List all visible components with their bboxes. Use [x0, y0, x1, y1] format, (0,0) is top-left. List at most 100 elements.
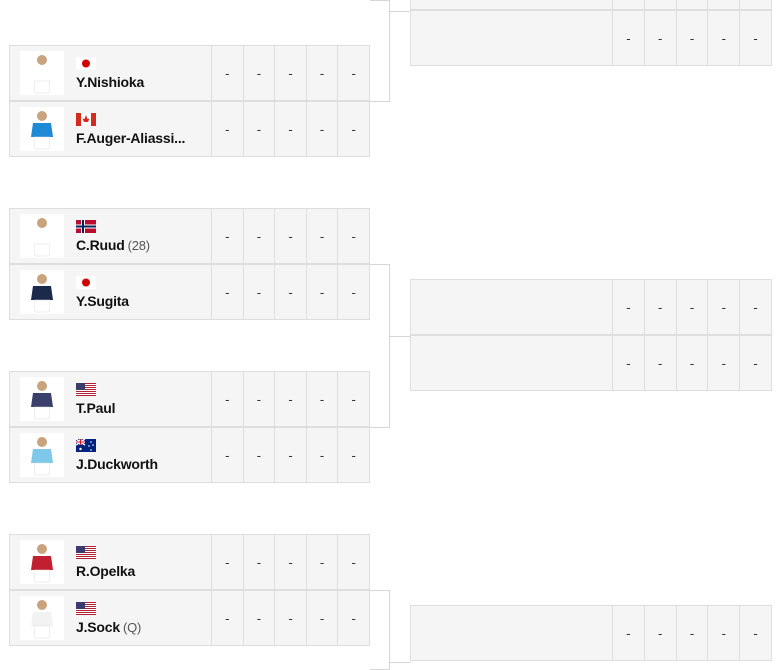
player-cell[interactable]: R.Opelka [10, 535, 212, 589]
player-name-text: J.Sock [76, 618, 120, 635]
bracket-connector [370, 264, 390, 428]
score-cell: - [613, 0, 645, 9]
player-row[interactable]: R.Opelka - - - - - [9, 534, 370, 590]
player-cell[interactable]: C.Ruud(28) [10, 209, 212, 263]
player-name-text: T.Paul [76, 399, 116, 416]
score-set: - - - - - [613, 606, 771, 660]
score-set: - - - - - [212, 102, 369, 156]
score-cell: - [351, 228, 356, 244]
player-row[interactable]: Y.Sugita - - - - - [9, 264, 370, 320]
score-cell: - [212, 372, 244, 426]
player-name[interactable]: J.Duckworth [76, 456, 161, 472]
score-cell: - [645, 0, 677, 9]
score-cell: - [708, 336, 741, 390]
score-cell: - [613, 606, 645, 660]
player-seed: (28) [127, 237, 150, 253]
score-cell: - [275, 265, 307, 319]
score-set: - - - - - [212, 372, 369, 426]
flag-jp-icon [76, 56, 96, 70]
score-cell: - [244, 428, 276, 482]
flag-au-icon [76, 438, 96, 452]
player-name[interactable]: R.Opelka [76, 563, 138, 579]
score-cell: - [613, 336, 645, 390]
score-set: - - - - - [212, 591, 369, 645]
score-set: - - - - - [212, 428, 369, 482]
player-photo [20, 433, 64, 477]
score-cell: - [275, 46, 307, 100]
next-round-row[interactable]: - - - - - [410, 605, 772, 661]
player-row[interactable]: T.Paul - - - - - [9, 371, 370, 427]
score-cell: - [244, 372, 276, 426]
score-cell: - [307, 535, 339, 589]
score-cell: - [613, 11, 645, 65]
score-cell: - [275, 372, 307, 426]
player-name-text: R.Opelka [76, 562, 136, 579]
player-row[interactable]: F.Auger-Aliassi... - - - - - [9, 101, 370, 157]
player-row[interactable]: C.Ruud(28) - - - - - [9, 208, 370, 264]
score-set: - - - - - [613, 0, 771, 9]
player-name[interactable]: C.Ruud(28) [76, 237, 150, 253]
score-cell: - [212, 535, 244, 589]
player-row[interactable]: Y.Nishioka - - - - - [9, 45, 370, 101]
score-cell: - [307, 209, 339, 263]
flag-us-icon [76, 545, 96, 559]
player-cell[interactable]: F.Auger-Aliassi... [10, 102, 212, 156]
flag-ca-icon [76, 112, 96, 126]
score-cell: - [645, 11, 677, 65]
score-cell: - [275, 209, 307, 263]
player-name[interactable]: J.Sock(Q) [76, 619, 141, 635]
next-round-row[interactable]: - - - - - [410, 0, 772, 10]
score-cell: - [212, 102, 244, 156]
player-cell[interactable]: Y.Nishioka [10, 46, 212, 100]
score-cell: - [212, 209, 244, 263]
score-cell: - [351, 610, 356, 626]
player-row[interactable]: J.Sock(Q) - - - - - [9, 590, 370, 646]
player-silhouette-icon [31, 274, 53, 313]
player-info: R.Opelka [76, 540, 138, 584]
score-cell: - [244, 102, 276, 156]
player-cell [411, 606, 613, 660]
player-name[interactable]: Y.Sugita [76, 293, 132, 309]
player-cell[interactable]: T.Paul [10, 372, 212, 426]
player-photo [20, 540, 64, 584]
player-cell[interactable]: J.Sock(Q) [10, 591, 212, 645]
score-cell: - [753, 355, 758, 371]
score-cell: - [307, 428, 339, 482]
score-cell: - [645, 336, 677, 390]
player-info: F.Auger-Aliassi... [76, 107, 188, 151]
score-cell: - [677, 280, 709, 334]
score-cell: - [708, 11, 741, 65]
score-cell: - [613, 280, 645, 334]
next-round-row[interactable]: - - - - - [410, 335, 772, 391]
player-name[interactable]: F.Auger-Aliassi... [76, 130, 188, 146]
score-cell: - [307, 372, 339, 426]
player-name[interactable]: Y.Nishioka [76, 74, 147, 90]
bracket-connector [370, 0, 390, 102]
player-silhouette-icon [31, 218, 53, 257]
next-round-row[interactable]: - - - - - [410, 279, 772, 335]
next-round-row[interactable]: - - - - - [410, 10, 772, 66]
player-row[interactable]: J.Duckworth - - - - - [9, 427, 370, 483]
score-cell: - [275, 102, 307, 156]
player-name-text: J.Duckworth [76, 455, 158, 472]
score-set: - - - - - [613, 280, 771, 334]
score-cell: - [244, 591, 276, 645]
score-cell: - [645, 606, 677, 660]
score-cell: - [244, 46, 276, 100]
score-cell: - [307, 46, 339, 100]
score-set: - - - - - [212, 46, 369, 100]
score-cell: - [351, 65, 356, 81]
player-name-text: Y.Nishioka [76, 73, 145, 90]
player-name[interactable]: T.Paul [76, 400, 118, 416]
score-cell: - [753, 30, 758, 46]
player-cell [411, 336, 613, 390]
score-cell: - [212, 591, 244, 645]
score-cell: - [275, 428, 307, 482]
player-silhouette-icon [31, 544, 53, 583]
player-silhouette-icon [31, 437, 53, 476]
score-cell: - [677, 606, 709, 660]
player-cell [411, 280, 613, 334]
player-cell[interactable]: Y.Sugita [10, 265, 212, 319]
player-photo [20, 107, 64, 151]
player-cell[interactable]: J.Duckworth [10, 428, 212, 482]
